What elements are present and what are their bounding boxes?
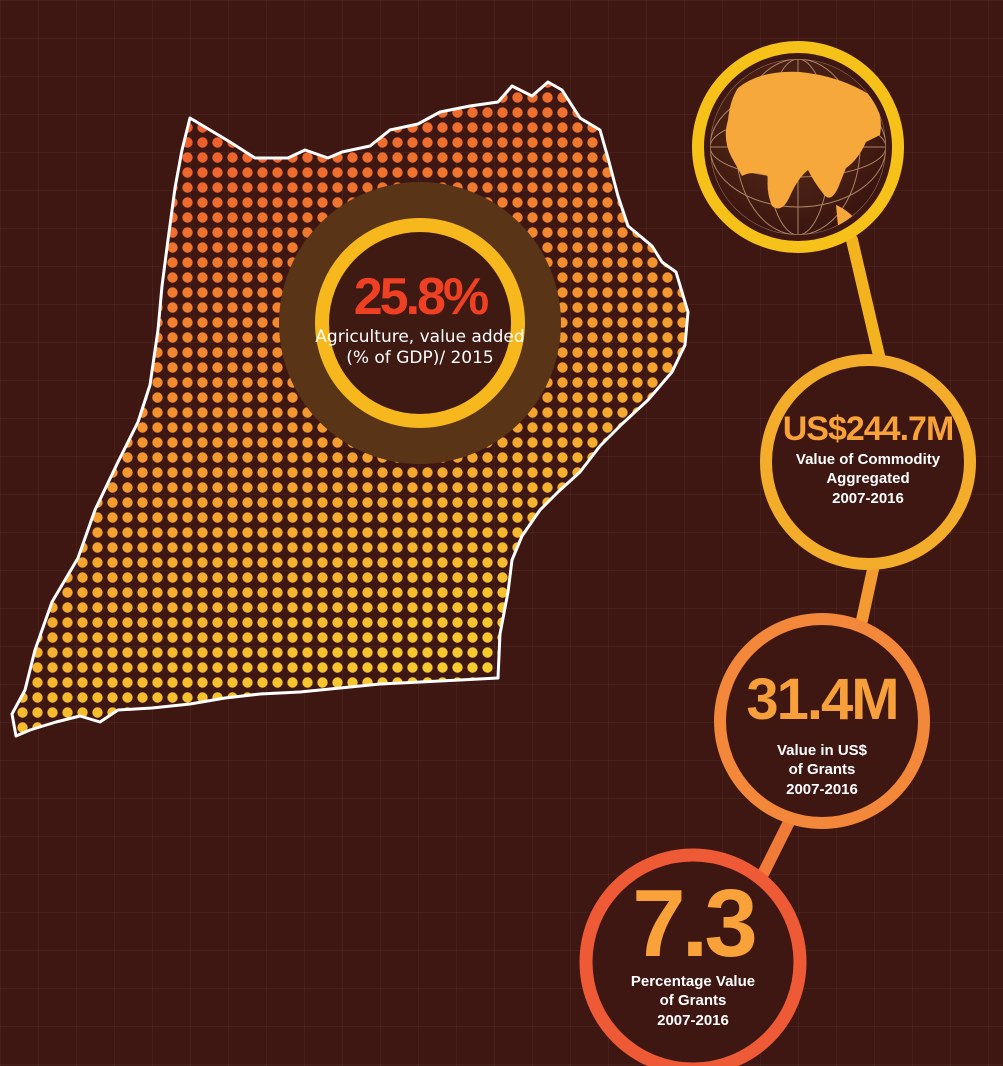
connector-chain — [754, 234, 886, 886]
stat-ring-commodity — [760, 354, 976, 570]
main-stat-label-line2: (% of GDP)/ 2015 — [346, 348, 494, 368]
stat-grants-pct: 7.3 Percentage Value of Grants 2007-2016 — [593, 868, 793, 1038]
stat-commodity-value: US$244.7M — [782, 410, 955, 449]
stat-grants-pct-value: 7.3 — [632, 870, 757, 978]
stat-grants-pct-label-line1: Percentage Value — [630, 973, 756, 991]
main-stat-label-line1: Agriculture, value added — [315, 326, 525, 347]
stat-grants-value: 31.4M Value in US$ of Grants 2007-2016 — [722, 660, 922, 810]
globe-icon — [692, 41, 904, 253]
stat-grants-value-value: 31.4M — [746, 667, 899, 733]
main-stat-value: 25.8% — [353, 267, 489, 326]
stat-grants-value-label: Value in US$ of Grants 2007-2016 — [777, 741, 867, 799]
stat-ring-grants-pct — [579, 848, 807, 1066]
stat-grants-value-label-line1: Value in US$ — [776, 742, 868, 760]
stat-commodity-label: Value of Commodity Aggregated 2007-2016 — [796, 450, 940, 508]
stat-ring-grants-value — [714, 613, 930, 829]
stat-commodity-label-line1: Value of Commodity — [795, 451, 941, 469]
main-stat-badge — [279, 182, 561, 464]
stat-grants-value-label-line2: of Grants — [788, 761, 856, 779]
stat-commodity-label-line3: 2007-2016 — [832, 489, 904, 507]
stat-grants-pct-label-line2: of Grants — [659, 992, 727, 1010]
main-stat-label: Agriculture, value added (% of GDP)/ 201… — [315, 327, 524, 370]
stat-grants-value-label-line3: 2007-2016 — [786, 780, 858, 798]
stat-grants-pct-label-line3: 2007-2016 — [657, 1011, 729, 1029]
stat-commodity: US$244.7M Value of Commodity Aggregated … — [763, 390, 973, 530]
stat-commodity-label-line2: Aggregated — [826, 470, 910, 488]
stat-grants-pct-label: Percentage Value of Grants 2007-2016 — [631, 972, 755, 1030]
main-stat: 25.8% Agriculture, value added (% of GDP… — [300, 235, 540, 405]
